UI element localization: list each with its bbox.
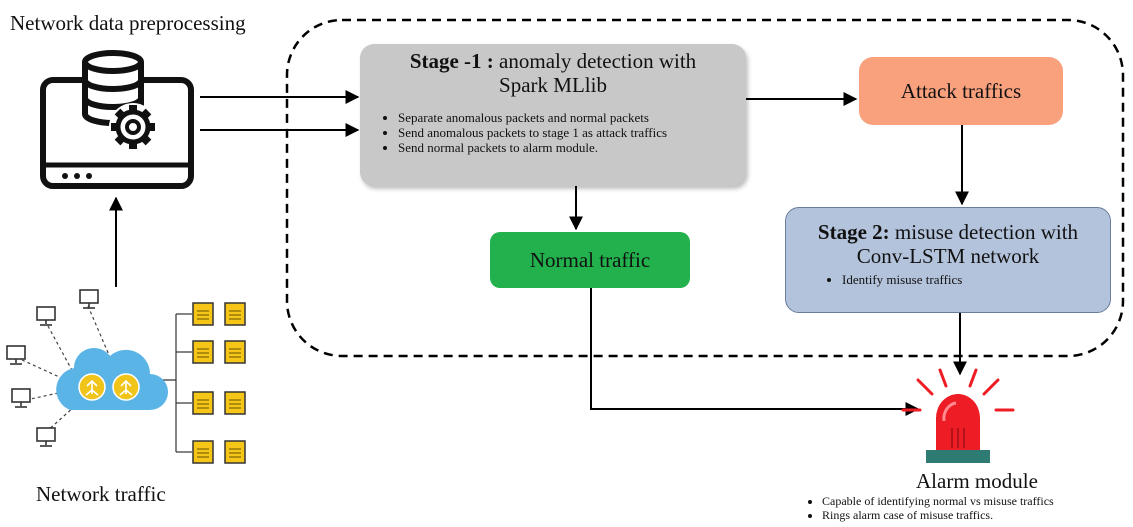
network-traffic-label: Network traffic [36, 482, 166, 506]
server-icon [192, 302, 246, 464]
network-traffic-illustration [6, 289, 246, 464]
preprocessing-label: Network data preprocessing [10, 11, 246, 35]
laptop-database-gear-icon [40, 50, 194, 189]
stage1-title-bold: Stage -1 : [409, 49, 494, 73]
stage1-title-rest: anomaly detection with [493, 49, 697, 73]
pipeline-boundary [285, 18, 1125, 358]
list-item: Identify misuse traffics [842, 272, 1110, 287]
stage2-box: Stage 2: misuse detection with Conv-LSTM… [785, 207, 1111, 313]
attack-traffics-box: Attack traffics [859, 57, 1063, 125]
stage1-title: Stage -1 : anomaly detection with Spark … [360, 49, 746, 97]
list-item: Capable of identifying normal vs misuse … [822, 494, 1054, 508]
cloud-icon [56, 348, 168, 410]
alarm-bullets: Capable of identifying normal vs misuse … [812, 494, 1054, 522]
stage2-bullets: Identify misuse traffics [786, 272, 1110, 287]
stage2-title-rest: misuse detection with [889, 220, 1079, 244]
stage2-title-line2: Conv-LSTM network [856, 244, 1040, 268]
stage1-box: Stage -1 : anomaly detection with Spark … [360, 44, 746, 186]
alarm-module-label: Alarm module [916, 469, 1038, 493]
list-item: Rings alarm case of misuse traffics. [822, 508, 1054, 522]
alarm-siren-icon [901, 368, 1015, 463]
arrow-normal-to-alarm [590, 288, 920, 416]
normal-traffic-box: Normal traffic [490, 232, 690, 288]
stage2-title-bold: Stage 2: [817, 220, 890, 244]
list-item: Separate anomalous packets and normal pa… [398, 110, 734, 125]
attack-traffics-label: Attack traffics [900, 78, 1022, 103]
stage1-title-line2: Spark MLlib [499, 73, 607, 97]
stage2-title: Stage 2: misuse detection with Conv-LSTM… [786, 220, 1110, 268]
list-item: Send normal packets to alarm module. [398, 140, 734, 155]
list-item: Send anomalous packets to stage 1 as att… [398, 125, 734, 140]
pc-icon [6, 289, 99, 447]
stage1-bullets: Separate anomalous packets and normal pa… [360, 110, 746, 155]
normal-traffic-label: Normal traffic [529, 247, 651, 272]
